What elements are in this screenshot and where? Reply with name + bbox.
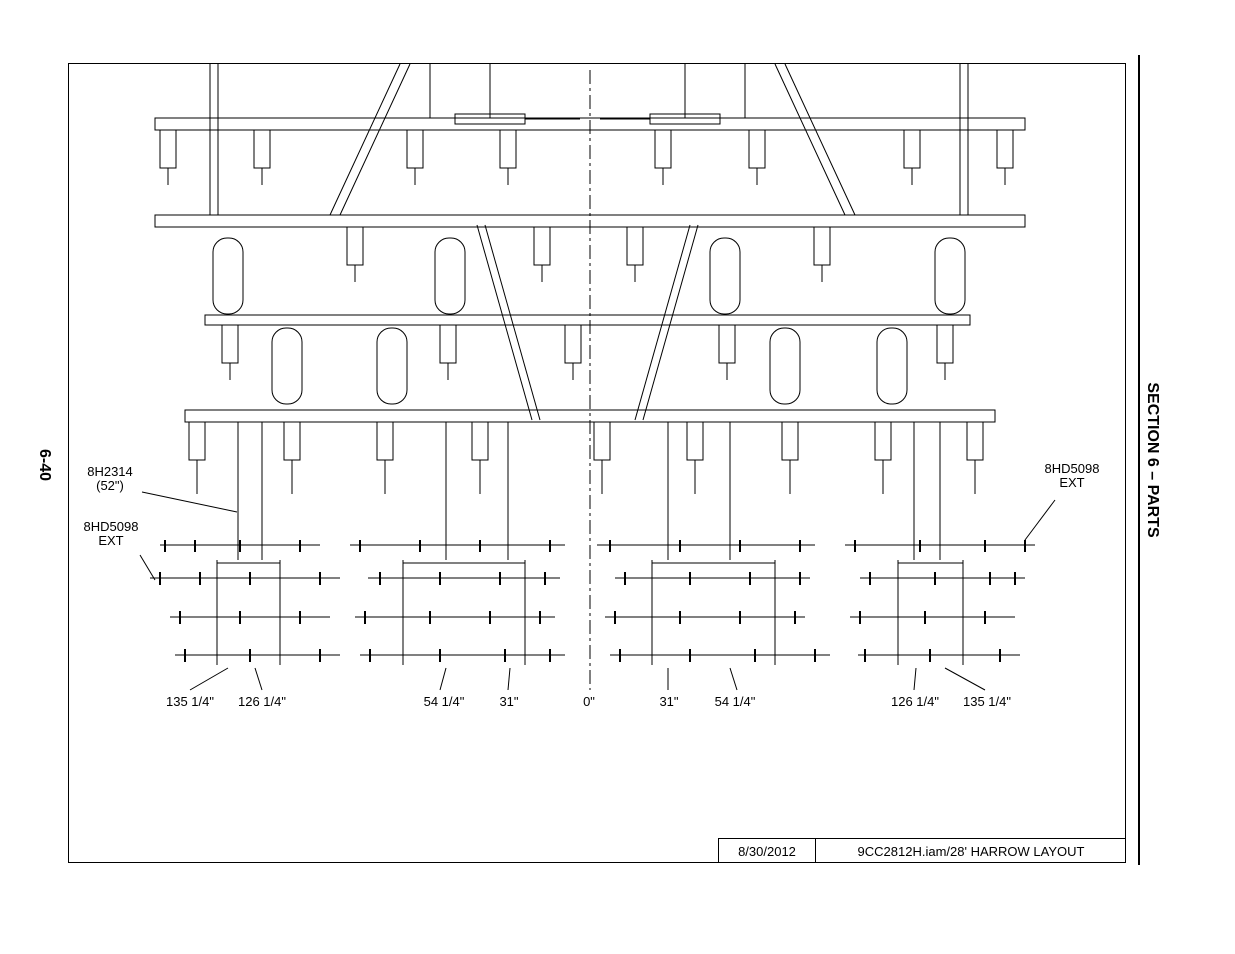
harrow-section-3 (597, 544, 830, 665)
title-block: 8/30/2012 9CC2812H.iam/28' HARROW LAYOUT (718, 838, 1126, 863)
frame-braces (329, 63, 856, 421)
top-frame-stubs (209, 64, 969, 215)
callout-part: 8HD5098 (83, 519, 139, 534)
callout-8h2314: 8H2314 (52") (82, 465, 138, 493)
callout-8hd5098-left: 8HD5098 EXT (78, 520, 144, 548)
shanks-rank-1 (159, 129, 1014, 185)
drawing-frame (68, 63, 1126, 863)
hydraulic-cylinders (454, 113, 721, 125)
margin-rule (1138, 55, 1140, 865)
harrow-section-1 (150, 544, 340, 665)
callout-note: (52") (96, 478, 124, 493)
dimension-label: 126 1/4" (238, 694, 286, 709)
shanks-rank-4 (188, 421, 984, 494)
harrow-mount-posts (237, 422, 941, 560)
callout-part: 8H2314 (87, 464, 133, 479)
callout-8hd5098-right: 8HD5098 EXT (1039, 462, 1105, 490)
harrow-section-4 (845, 544, 1035, 665)
dimension-label: 54 1/4" (423, 694, 465, 709)
dimension-label: 31" (659, 694, 679, 709)
shanks-rank-3 (221, 324, 954, 380)
gauge-wheels (212, 237, 966, 405)
callout-part: 8HD5098 (1044, 461, 1100, 476)
dimension-label: 54 1/4" (714, 694, 756, 709)
dimension-label: 135 1/4" (963, 694, 1011, 709)
dimension-label: 31" (499, 694, 519, 709)
page-number: 6-40 (36, 448, 53, 482)
dimension-label: 0" (583, 694, 595, 709)
dimension-label: 126 1/4" (891, 694, 939, 709)
drawing-name: 9CC2812H.iam/28' HARROW LAYOUT (857, 843, 1085, 859)
dimension-label: 135 1/4" (166, 694, 214, 709)
leader-lines (139, 491, 1056, 691)
drawing-date: 8/30/2012 (719, 839, 816, 863)
callout-note: EXT (98, 533, 124, 548)
shanks-rank-2 (346, 226, 831, 282)
harrow-section-2 (350, 544, 565, 665)
harrow-tines (159, 540, 1026, 662)
section-title: SECTION 6 – PARTS (1144, 382, 1161, 538)
callout-note: EXT (1059, 475, 1085, 490)
